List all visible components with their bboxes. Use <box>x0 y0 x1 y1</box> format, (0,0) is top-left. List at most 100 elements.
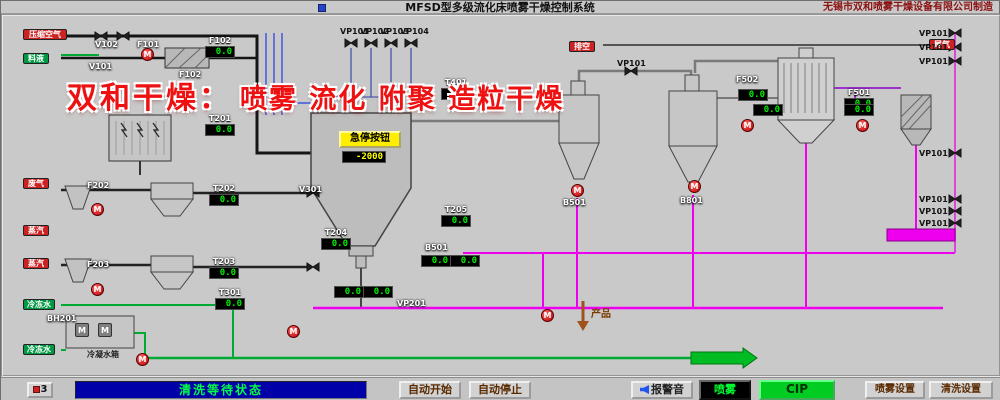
valve-icon[interactable] <box>624 66 638 76</box>
exhaust-filter[interactable] <box>900 94 932 146</box>
display-tag: T204 <box>324 228 348 237</box>
auto-start-button[interactable]: 自动开始 <box>399 381 461 399</box>
equipment-label-VP201: VP201 <box>397 299 426 308</box>
cyclone-2[interactable] <box>668 74 718 183</box>
equipment-label-F502: F502 <box>736 75 759 84</box>
piping-layer <box>61 28 962 369</box>
valve-icon[interactable] <box>404 38 418 48</box>
page-title: MFSD型多级流化床喷雾干燥控制系统 <box>405 1 595 14</box>
valve-icon[interactable] <box>948 206 962 216</box>
agitator-icon[interactable]: M <box>75 323 89 337</box>
equipment-label-VP101: VP101 <box>919 57 948 66</box>
spray-settings-button[interactable]: 喷雾设置 <box>865 381 925 399</box>
valve-icon[interactable] <box>948 56 962 66</box>
pipe-blue-risers <box>265 33 283 115</box>
display-value: 0.0 <box>450 255 480 267</box>
pump-icon[interactable]: M <box>91 283 104 296</box>
equipment-label-VP101: VP101 <box>340 27 369 36</box>
valve-icon[interactable] <box>948 148 962 158</box>
valve-icon[interactable] <box>364 38 378 48</box>
display-tag: F501 <box>847 88 871 97</box>
emergency-stop-button[interactable]: 急停按钮 <box>339 131 401 148</box>
pipe-magenta-drops <box>542 143 917 308</box>
pipe-source-tag: 蒸汽 <box>23 258 49 269</box>
pump-icon[interactable]: M <box>91 203 104 216</box>
equipment-label-VP101: VP101 <box>919 195 948 204</box>
spray-button[interactable]: 喷雾 <box>699 380 751 400</box>
pipe-source-tag: 废气 <box>23 178 49 189</box>
display-value: 0.0 <box>441 215 471 227</box>
display-tag: F102 <box>208 36 232 45</box>
process-diagram: 急停按钮 产品 冷凝水箱 双和干燥：喷雾 流化 附聚 造粒干燥 压缩空气料液废气… <box>1 14 1000 377</box>
feeder-cone-2[interactable] <box>64 258 92 283</box>
pump-icon[interactable]: M <box>287 325 300 338</box>
pump-icon[interactable]: M <box>141 48 154 61</box>
display-value: 0.0 <box>321 238 351 250</box>
heat-exchanger-1[interactable] <box>149 182 195 217</box>
pipe-cooling <box>61 304 234 358</box>
display-tag: T301 <box>218 288 242 297</box>
magenta-duct <box>886 228 956 242</box>
cip-button[interactable]: CIP <box>759 380 835 400</box>
clean-settings-button[interactable]: 清洗设置 <box>929 381 993 399</box>
speaker-icon <box>640 385 649 394</box>
equipment-label-VP101: VP101 <box>919 219 948 228</box>
title-bar: MFSD型多级流化床喷雾干燥控制系统 无锡市双和喷雾干燥设备有限公司制造 <box>1 1 999 14</box>
auto-stop-button[interactable]: 自动停止 <box>469 381 531 399</box>
pump-icon[interactable]: M <box>136 353 149 366</box>
heat-exchanger-2[interactable] <box>149 255 195 290</box>
pipe-main-air <box>61 34 311 155</box>
pump-icon[interactable]: M <box>688 180 701 193</box>
agitator-icon[interactable]: M <box>98 323 112 337</box>
display-value: -2000 <box>342 151 386 163</box>
page-icon <box>32 386 40 393</box>
valve-icon[interactable] <box>116 31 130 41</box>
control-bar: 3 清洗等待状态 自动开始 自动停止 报警音 喷雾 CIP 喷雾设置 清洗设置 <box>1 377 1000 400</box>
product-label: 产品 <box>591 309 611 320</box>
display-tag: T203 <box>212 257 236 266</box>
air-heater[interactable] <box>164 47 210 69</box>
pipe-source-tag: 蒸汽 <box>23 225 49 236</box>
valve-icon[interactable] <box>948 218 962 228</box>
pump-icon[interactable]: M <box>541 309 554 322</box>
valve-icon[interactable] <box>306 188 320 198</box>
alarm-sound-button[interactable]: 报警音 <box>631 381 693 399</box>
pump-icon[interactable]: M <box>856 119 869 132</box>
pump-icon[interactable]: M <box>741 119 754 132</box>
valve-icon[interactable] <box>306 262 320 272</box>
valve-icon[interactable] <box>384 38 398 48</box>
valve-icon[interactable] <box>948 194 962 204</box>
valve-icon[interactable] <box>94 31 108 41</box>
equipment-label-VP101: VP101 <box>919 43 948 52</box>
display-value: 0.0 <box>844 104 874 116</box>
pump-icon[interactable]: M <box>571 184 584 197</box>
equipment-label-B801: B801 <box>680 196 703 205</box>
display-value: 0.0 <box>209 194 239 206</box>
cyclone-1[interactable] <box>558 80 600 180</box>
value-display: 0.0 <box>334 286 364 298</box>
equipment-label-VP103: VP103 <box>380 27 409 36</box>
display-value: 0.0 <box>209 267 239 279</box>
value-display: 0.0 <box>738 89 768 101</box>
bag-filter[interactable] <box>108 114 172 162</box>
equipment-label-VP102: VP102 <box>360 27 389 36</box>
feeder-cone-1[interactable] <box>64 185 92 210</box>
duct-cyclone2-condenser <box>693 59 803 73</box>
page-selector-button[interactable]: 3 <box>27 382 53 398</box>
value-display: 0.0 <box>844 104 874 116</box>
valve-icon[interactable] <box>344 38 358 48</box>
display-value: 0.0 <box>334 286 364 298</box>
equipment-label-F203: F203 <box>87 260 110 269</box>
condenser[interactable] <box>776 47 836 144</box>
equipment-label-B501: B501 <box>425 243 448 252</box>
page-number: 3 <box>40 384 48 395</box>
pipe-vp-drops <box>350 48 412 97</box>
valve-icon[interactable] <box>948 28 962 38</box>
value-display: 0.0 <box>421 255 451 267</box>
